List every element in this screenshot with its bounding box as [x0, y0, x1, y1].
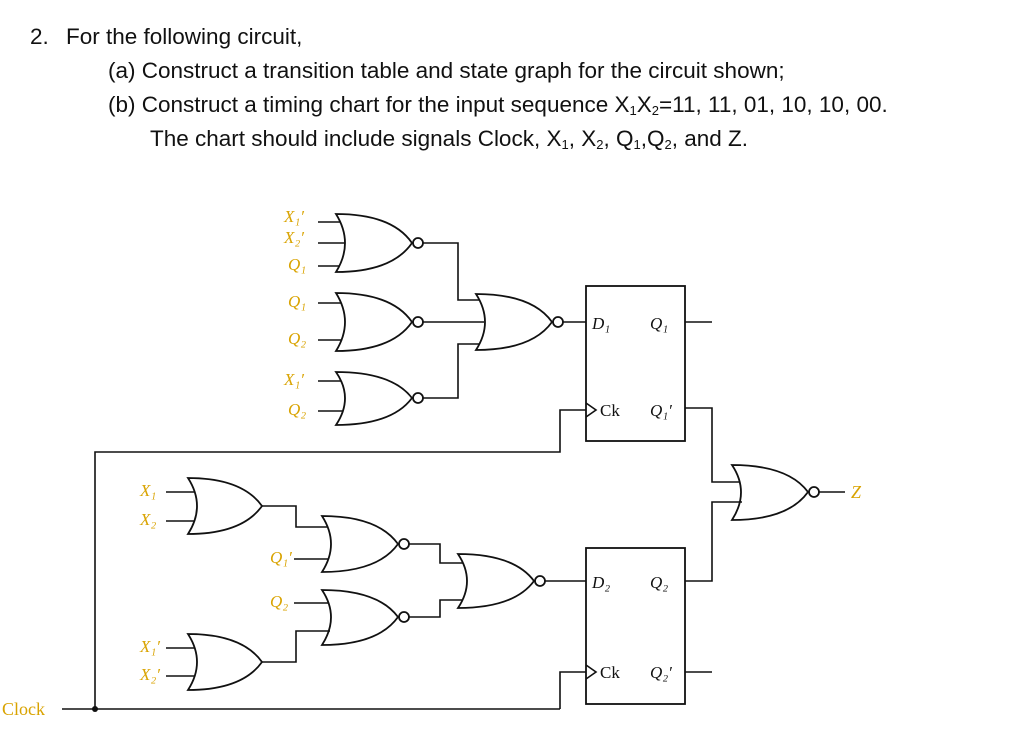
g1-input-x2-label: X₂′ [283, 228, 304, 247]
part-b: (b) Construct a timing chart for the inp… [108, 92, 888, 118]
g2-input-q1-label: Q₁ [288, 292, 306, 311]
d-flip-flop-2: D₂ Q₂ Ck Q₂′ [585, 501, 742, 705]
nor-gate-2 [318, 292, 484, 352]
ff2-d-label: D₂ [591, 573, 610, 592]
g8-input-x2-label: X₂′ [139, 665, 160, 684]
g1-input-x1-label: X₁′ [283, 207, 304, 226]
g4-input-x1-label: X₁ [139, 481, 156, 500]
ff2-qn-label: Q₂′ [650, 663, 672, 682]
nor-gate-5 [474, 293, 586, 351]
nor-gate-3 [318, 343, 484, 426]
input-labels: X₁′ X₂′ Q₁ Q₁ Q₂ X₁′ Q₂ X₁ X₂ Q₁′ Q₂ X₁′… [139, 207, 306, 684]
ff1-ck-label: Ck [600, 401, 620, 420]
nor-gate-9 [456, 553, 586, 609]
ff1-qn-label: Q₁′ [650, 401, 672, 420]
nor-gate-7 [294, 589, 466, 646]
or-gate-4 [166, 477, 330, 535]
nor-gate-1 [318, 213, 484, 301]
ff1-q-label: Q₁ [650, 314, 668, 333]
nor-gate-6 [294, 515, 466, 573]
part-a: (a) Construct a transition table and sta… [108, 58, 785, 83]
g4-input-x2-label: X₂ [139, 510, 156, 529]
g8-input-x1-label: X₁′ [139, 637, 160, 656]
d-flip-flop-1: D₁ Q₁ Ck Q₁′ [585, 285, 742, 483]
g6-input-q1n-label: Q₁′ [270, 548, 292, 567]
g3-input-x1-label: X₁′ [283, 370, 304, 389]
problem-statement: For the following circuit, [66, 24, 303, 49]
clock-network: Clock [2, 409, 586, 719]
g1-input-q1-label: Q₁ [288, 255, 306, 274]
g3-input-q2-label: Q₂ [288, 400, 306, 419]
clock-label: Clock [2, 699, 45, 719]
nor-gate-output: Z [730, 464, 862, 521]
or-gate-8 [166, 630, 330, 691]
g2-input-q2-label: Q₂ [288, 329, 306, 348]
ff2-q-label: Q₂ [650, 573, 668, 592]
ff2-ck-label: Ck [600, 663, 620, 682]
problem-number: 2. [30, 24, 49, 49]
part-b-continued: The chart should include signals Clock, … [150, 126, 748, 152]
g7-input-q2-label: Q₂ [270, 592, 288, 611]
ff1-d-label: D₁ [591, 314, 610, 333]
output-z-label: Z [851, 482, 862, 502]
